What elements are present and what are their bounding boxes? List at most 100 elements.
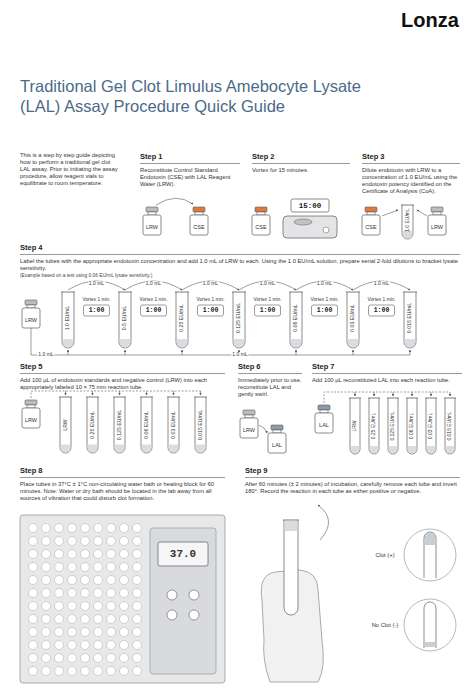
block-well (107, 615, 116, 624)
tube-label: 0.03 EU/mL (350, 304, 356, 331)
transfer-arrow (125, 281, 182, 290)
timer-readout: 1:00 (317, 307, 333, 314)
timer-readout: 1:00 (374, 307, 390, 314)
step-text: Add 100 µL reconstituted LAL into each r… (312, 377, 462, 384)
result-circle (404, 599, 456, 651)
block-well (133, 641, 142, 650)
tube-outline (388, 398, 398, 454)
test-tube (289, 292, 303, 348)
block-well (120, 524, 129, 533)
tube-rim (113, 397, 126, 398)
block-well (29, 641, 38, 650)
tube-liquid (234, 339, 245, 347)
panel-button (189, 590, 199, 600)
pipette-arrow (119, 391, 120, 395)
block-well (133, 537, 142, 546)
inverted-tube (424, 602, 436, 648)
block-well (55, 667, 64, 676)
block-well (68, 654, 77, 663)
transfer-arrow (182, 281, 239, 290)
test-tube (349, 398, 361, 454)
vial-label: LRW (25, 417, 37, 423)
block-well (120, 641, 129, 650)
block-well (29, 667, 38, 676)
tube-liquid (389, 446, 398, 453)
tube-outline (445, 398, 455, 454)
step-heading: Step 5 (20, 362, 225, 374)
reagent-vial (428, 207, 446, 235)
tube-rim (232, 292, 246, 293)
vial-cap (365, 207, 377, 212)
vial-neck (245, 415, 253, 418)
block-well (81, 667, 90, 676)
reagent-vial (252, 207, 270, 235)
block-well (81, 563, 90, 572)
vial-neck (195, 212, 203, 215)
tube-label: 0.125 EU/mL (390, 411, 396, 440)
timer-display (198, 305, 224, 316)
tube-label: 0.25 EU/mL (90, 411, 96, 438)
block-well (107, 537, 116, 546)
tube-outline (168, 397, 179, 453)
panel-button (167, 610, 177, 620)
test-tube (346, 292, 360, 348)
vial-label: LRW (146, 224, 158, 230)
vortex-note: Vortex 1 min. (311, 297, 339, 302)
tube-outline (176, 292, 188, 348)
result-label: Clot (+) (373, 552, 397, 558)
block-well (133, 628, 142, 637)
tube-outline (87, 397, 98, 453)
block-well (107, 576, 116, 585)
step-text: Reconstitute Control Standard Endotoxin … (140, 167, 240, 188)
block-well (55, 615, 64, 624)
panel-button (189, 610, 199, 620)
reagent-vial (268, 425, 286, 453)
block-well (68, 602, 77, 611)
step-block: Step 4Label the tubes with the appropria… (20, 243, 460, 279)
tube-label: 0.03 EU/mL (171, 411, 177, 438)
vortex-display (291, 199, 329, 212)
pipette-arrow (412, 392, 413, 396)
transfer-arrow (156, 198, 193, 205)
tube-outline (402, 205, 413, 239)
pipette-arrow (200, 391, 201, 395)
block-well (42, 576, 51, 585)
block-well (133, 524, 142, 533)
block-well (107, 667, 116, 676)
vial-label: CSE (255, 224, 266, 230)
tube-liquid (291, 339, 302, 347)
tube-label: LRW (352, 420, 358, 431)
panel-button (167, 590, 177, 600)
transfer-arrow (382, 210, 398, 216)
tube-outline (350, 398, 360, 454)
pipette-arrow (355, 392, 356, 396)
pipette-arrow (65, 391, 66, 395)
vial-body (22, 408, 40, 428)
tube-label: 0.015 EU/mL (198, 410, 204, 440)
test-tube (61, 292, 75, 348)
volume-label: 1.0 mL (37, 352, 54, 358)
tube-liquid (405, 339, 416, 347)
tube-rim (401, 205, 414, 206)
feed-arrow (410, 350, 411, 355)
tube-outline (347, 292, 359, 348)
block-well (68, 576, 77, 585)
block-well (29, 589, 38, 598)
vial-neck (433, 212, 441, 215)
block-well (133, 550, 142, 559)
vial-label: LRW (243, 427, 255, 433)
tube-rim (59, 397, 72, 398)
vial-neck (273, 430, 281, 433)
reagent-vial (143, 207, 161, 235)
feed-arrow (68, 350, 69, 355)
tube-label: 0.06 EU/mL (293, 304, 299, 331)
tube-outline (62, 292, 74, 348)
step-text: Place tubes in 37°C ± 1°C non-circulatin… (20, 481, 225, 502)
vial-body (143, 215, 161, 235)
pipette-arrow (173, 391, 174, 395)
block-well (133, 589, 142, 598)
tube-liquid (408, 446, 417, 453)
test-tube (444, 398, 456, 454)
block-well (68, 615, 77, 624)
result-circle (404, 529, 456, 581)
